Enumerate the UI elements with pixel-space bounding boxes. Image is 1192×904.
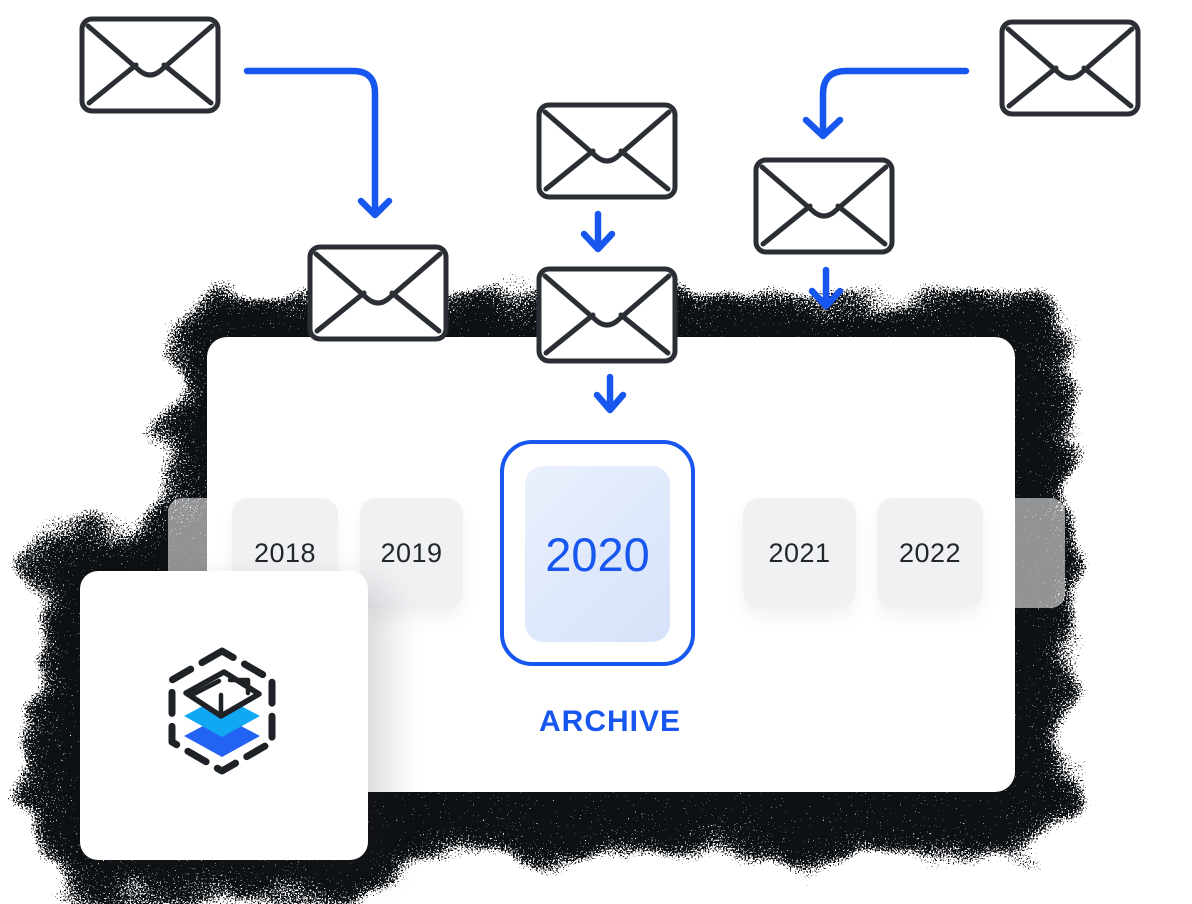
year-label: 2021 xyxy=(768,537,831,568)
year-box-2019[interactable]: 2019 xyxy=(360,498,463,609)
down-arrow-icon xyxy=(808,266,844,310)
selected-year-label: 2020 xyxy=(545,527,650,581)
envelope-icon xyxy=(539,105,675,197)
envelope-icon xyxy=(82,19,218,111)
archive-logo xyxy=(168,647,276,775)
year-label: 2022 xyxy=(898,537,962,568)
logo-card xyxy=(80,571,368,860)
down-arrow-icon xyxy=(580,210,616,253)
year-box-partial-right xyxy=(1013,498,1065,608)
year-box-2022[interactable]: 2022 xyxy=(877,498,983,608)
year-box-2021[interactable]: 2021 xyxy=(743,498,856,608)
archive-label: ARCHIVE xyxy=(538,705,681,738)
envelope-icon xyxy=(310,247,446,339)
flow-arrow-icon xyxy=(802,67,970,140)
year-label: 2019 xyxy=(380,538,443,568)
selected-year-box[interactable]: 2020 xyxy=(525,466,670,642)
year-label: 2018 xyxy=(253,538,317,568)
envelope-icon xyxy=(1002,22,1138,114)
flow-arrow-icon xyxy=(243,67,393,219)
envelope-icon xyxy=(756,160,892,252)
